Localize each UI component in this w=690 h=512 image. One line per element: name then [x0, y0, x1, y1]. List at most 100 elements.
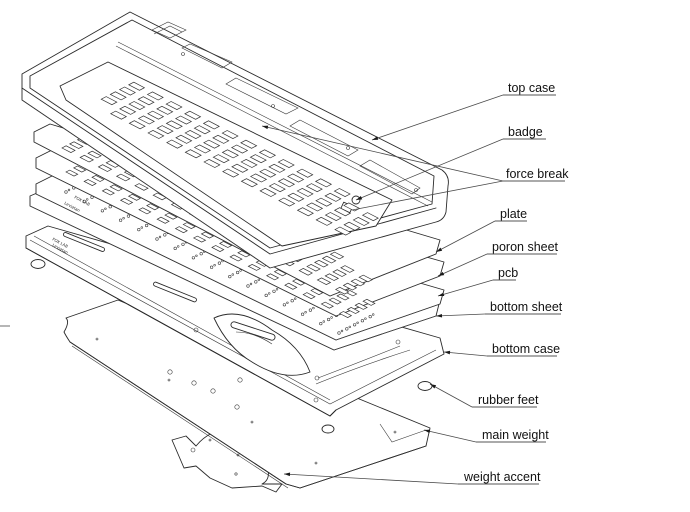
key-cutout: [101, 188, 115, 196]
key-cutout: [268, 163, 286, 173]
label-pcb: pcb: [498, 266, 518, 280]
key-cutout: [315, 197, 333, 207]
pcb-pad: [177, 245, 180, 248]
key-cutout: [73, 165, 87, 173]
key-cutout: [247, 264, 261, 271]
label-main-weight: main weight: [482, 428, 549, 442]
key-cutout: [221, 130, 239, 139]
pcb-pad: [353, 323, 357, 327]
pcb-pad: [67, 188, 71, 192]
key-cutout: [91, 175, 105, 182]
key-cutout: [315, 216, 333, 226]
key-cutout: [193, 125, 211, 135]
pcb-pad: [340, 329, 344, 333]
label-poron-sheet: poron sheet: [492, 240, 559, 254]
key-cutout: [156, 105, 174, 115]
pcb-pad: [228, 275, 232, 279]
pcb-pad: [312, 306, 315, 310]
label-plate: plate: [500, 207, 527, 221]
pcb-pad: [282, 303, 287, 307]
force-break-arrowhead: [262, 125, 269, 130]
key-cutout: [296, 168, 314, 178]
label-force-break: force break: [506, 167, 569, 181]
key-cutout: [240, 159, 258, 168]
key-cutout: [184, 110, 202, 120]
key-cutout: [203, 159, 221, 168]
key-cutout: [350, 278, 366, 287]
pcb-pad: [337, 331, 341, 335]
key-cutout: [296, 207, 314, 217]
pcb-arrowhead: [438, 292, 445, 297]
key-cutout: [219, 241, 233, 248]
bottom-case-part: FOX LAB Leviatan: [25, 225, 445, 417]
pcb-pad: [275, 288, 279, 291]
key-cutout: [119, 197, 134, 205]
key-cutout: [333, 188, 351, 197]
pcb-pad: [345, 327, 349, 331]
pcb-pad: [104, 207, 107, 211]
pcb-pad: [246, 284, 250, 288]
pcb-pad: [137, 228, 141, 232]
pcb-pad: [163, 233, 167, 237]
key-cutout: [314, 259, 329, 268]
key-cutout: [231, 163, 249, 173]
badge-leader: [355, 138, 504, 201]
key-cutout: [69, 141, 84, 149]
key-cutout: [352, 217, 370, 226]
pcb-pad: [264, 293, 268, 298]
pcb-pad: [304, 311, 307, 314]
key-cutout: [202, 120, 220, 130]
key-cutout: [146, 91, 164, 101]
pcb-pad: [217, 261, 221, 265]
pcb-pad: [122, 217, 125, 220]
key-cutout: [192, 235, 207, 243]
key-cutout: [249, 173, 268, 183]
pcb-pad: [126, 214, 130, 218]
pcb-pad: [64, 190, 68, 194]
pcb-pad: [85, 198, 89, 201]
weight-accent-arrowhead: [284, 472, 291, 477]
key-cutout: [320, 301, 334, 309]
key-cutout: [212, 134, 230, 144]
key-cutout: [200, 231, 215, 239]
pcb-pad: [195, 254, 198, 258]
pcb-pad: [155, 237, 159, 241]
key-cutout: [268, 183, 286, 193]
key-cutout: [175, 134, 193, 144]
key-cutout: [362, 298, 376, 306]
pcb-pad: [356, 321, 359, 324]
top-case-leader: [371, 94, 504, 141]
key-cutout: [346, 307, 360, 314]
pcb-pad: [294, 297, 297, 300]
pcb-pad: [118, 218, 123, 222]
label-bottom-sheet: bottom sheet: [490, 300, 563, 314]
key-cutout: [97, 164, 113, 172]
key-cutout: [138, 207, 152, 215]
pcb-pad: [330, 316, 333, 319]
key-cutout: [128, 81, 146, 91]
pcb-pad: [290, 299, 294, 303]
key-cutout: [258, 149, 277, 159]
pcb-pad: [308, 308, 313, 312]
leader-lines: [261, 94, 565, 485]
key-cutout: [354, 302, 368, 310]
force-break-leader-2: [351, 180, 504, 211]
key-cutout: [165, 101, 183, 110]
key-cutout: [211, 245, 225, 252]
pcb-pad: [100, 209, 104, 213]
bottom-case-arrowhead: [444, 350, 451, 355]
label-rubber-feet: rubber feet: [478, 393, 539, 407]
key-cutout: [203, 139, 221, 149]
pcb-pad: [140, 226, 144, 229]
key-cutout: [240, 139, 258, 149]
pcb-pad: [322, 320, 325, 323]
pcb-pad: [360, 319, 365, 323]
key-cutout: [184, 130, 202, 139]
key-cutout: [298, 268, 313, 276]
key-cutout: [118, 86, 136, 96]
label-weight-accent: weight accent: [463, 470, 541, 484]
key-cutout: [61, 145, 76, 153]
key-cutout: [358, 274, 373, 283]
